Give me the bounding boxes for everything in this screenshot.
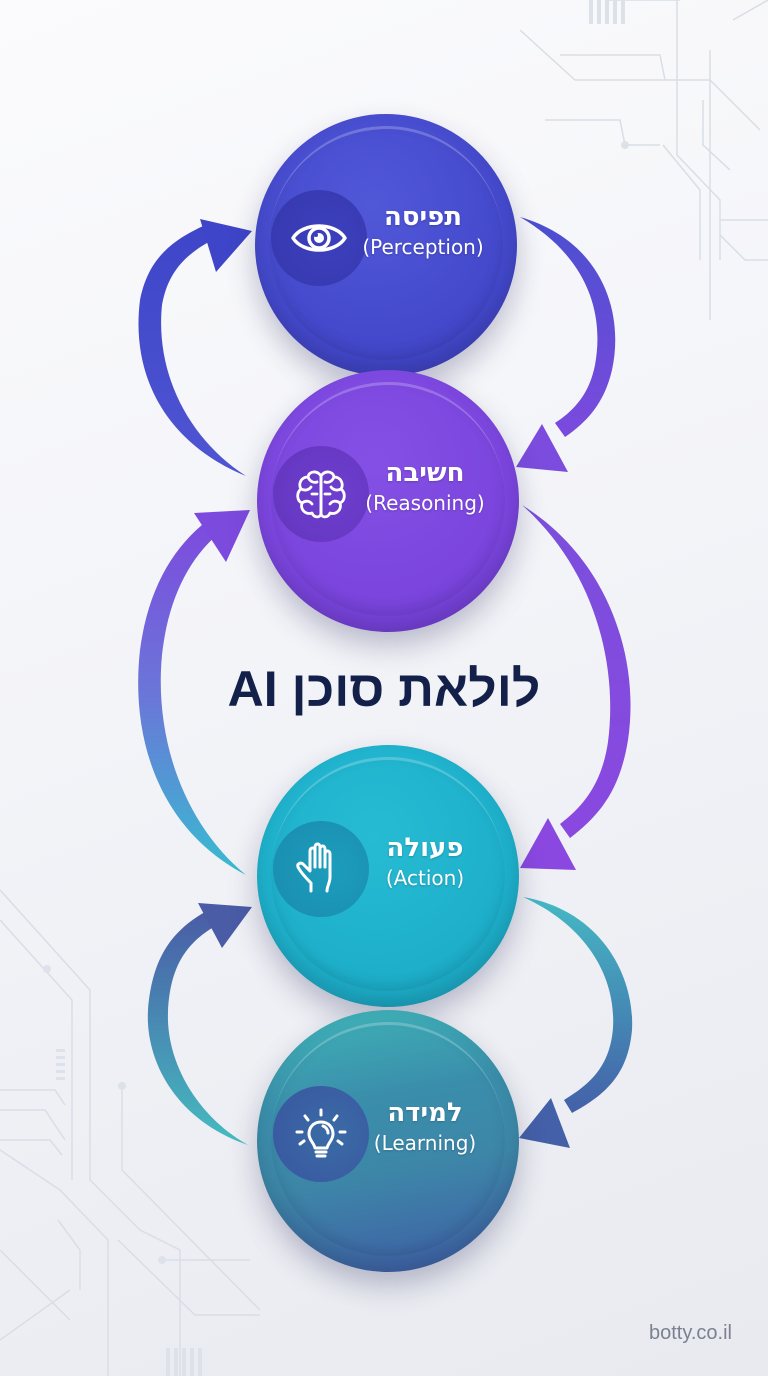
- node-title-english: (Reasoning): [365, 491, 485, 515]
- node-rim: [271, 1022, 505, 1256]
- node-learning: למידה (Learning): [257, 1010, 519, 1272]
- node-title-hebrew: חשיבה: [385, 458, 465, 488]
- node-title-english: (Action): [385, 866, 465, 890]
- node-perception: תפיסה (Perception): [255, 114, 517, 376]
- node-title-english: (Learning): [373, 1131, 477, 1155]
- lightbulb-icon: [295, 1108, 347, 1158]
- arrow-learning-to-action: [147, 903, 252, 1145]
- arrow-reasoning-to-action: [520, 505, 631, 870]
- node-reasoning: חשיבה (Reasoning): [257, 370, 519, 632]
- icon-disc: [271, 190, 367, 286]
- icon-disc: [273, 446, 369, 542]
- node-label: פעולה (Action): [353, 833, 497, 891]
- icon-disc: [273, 821, 369, 917]
- arrow-reasoning-to-perception: [138, 219, 252, 476]
- arrow-perception-to-reasoning: [516, 217, 616, 472]
- brand-footer: botty.co.il: [649, 1322, 732, 1344]
- node-title-hebrew: פעולה: [386, 833, 464, 863]
- diagram-title: לולאת סוכן AI: [227, 661, 541, 717]
- node-title-english: (Perception): [362, 235, 484, 259]
- node-label: חשיבה (Reasoning): [353, 458, 497, 516]
- arrow-action-to-reasoning: [138, 510, 250, 875]
- node-rim: [271, 382, 505, 616]
- icon-disc: [273, 1086, 369, 1182]
- arrow-action-to-learning: [519, 897, 633, 1148]
- node-action: פעולה (Action): [257, 745, 519, 1007]
- node-rim: [269, 126, 503, 360]
- hand-icon: [296, 842, 332, 893]
- eye-icon: [291, 224, 347, 252]
- node-title-hebrew: למידה: [387, 1098, 463, 1128]
- node-title-hebrew: תפיסה: [383, 202, 463, 232]
- node-label: למידה (Learning): [353, 1098, 497, 1156]
- node-rim: [271, 757, 505, 991]
- node-label: תפיסה (Perception): [351, 202, 495, 260]
- brain-icon: [296, 470, 346, 519]
